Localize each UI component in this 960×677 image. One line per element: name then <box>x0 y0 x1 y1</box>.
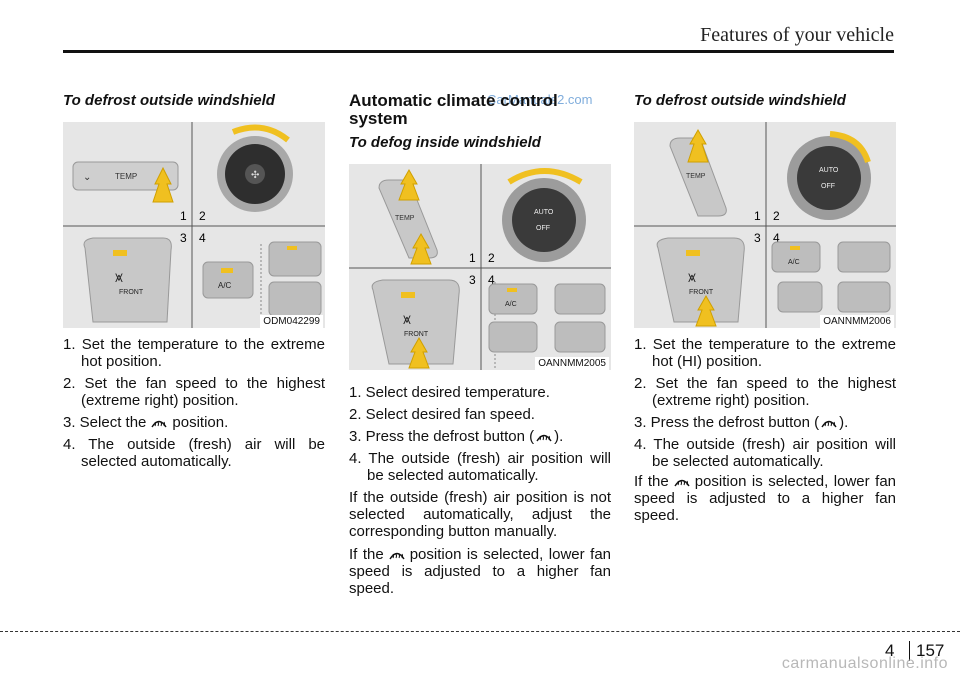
figure-label-temp: TEMP <box>686 173 706 180</box>
steps-list: 1. Select desired temperature. 2. Select… <box>349 384 611 484</box>
up-arrow-icon <box>408 336 430 369</box>
figure-num-4: 4 <box>199 231 206 245</box>
step-4: 4. The outside (fresh) air position will… <box>634 436 896 470</box>
figure-label-off: OFF <box>536 225 550 232</box>
up-arrow-icon <box>695 294 717 327</box>
rotate-arrow-icon <box>507 168 583 185</box>
step-3: 3. Press the defrost button (). <box>634 414 896 431</box>
step-2: 2. Set the fan speed to the highest (ext… <box>63 375 325 409</box>
chevron-down-icon: ⌄ <box>83 172 91 183</box>
paragraph-manual-adjust: If the outside (fresh) air position is n… <box>349 489 611 540</box>
figure-num-2: 2 <box>199 209 206 223</box>
figure-num-1: 1 <box>469 251 476 265</box>
figure-auto-climate-defrost: TEMP AUTO OFF 1 2 3 4 ⩙ FRONT A/C OANNMM… <box>634 122 896 328</box>
para-post: position is selected, lower fan speed is… <box>634 473 897 524</box>
step-4: 4. The outside (fresh) air position will… <box>349 450 611 484</box>
chapter-number: 4 <box>885 641 895 660</box>
figure-num-1: 1 <box>754 209 761 223</box>
step-1: 1. Select desired temperature. <box>349 384 550 401</box>
rotate-arrow-icon <box>231 124 290 143</box>
defrost-icon <box>536 434 552 442</box>
figure-num-3: 3 <box>469 273 476 287</box>
figure-label-front: FRONT <box>404 331 429 338</box>
figure-num-4: 4 <box>488 273 495 287</box>
footer-rule <box>0 631 960 632</box>
figure-label-ac: A/C <box>788 259 800 266</box>
step-2: 2. Set the fan speed to the highest (ext… <box>634 375 896 409</box>
step-2: 2. Select desired fan speed. <box>349 406 535 423</box>
figure-label-ac: A/C <box>505 301 517 308</box>
figure-num-2: 2 <box>488 251 495 265</box>
steps-list: 1. Set the temperature to the extreme ho… <box>63 336 325 470</box>
defrost-icon: ⩙ <box>688 269 696 285</box>
figure-code: ODM042299 <box>260 315 323 328</box>
defrost-icon <box>674 479 690 487</box>
figure-code: OANNMM2005 <box>535 357 609 370</box>
figure-label-auto: AUTO <box>534 209 554 216</box>
para-pre: If the <box>634 473 669 490</box>
section-subtitle: To defrost outside windshield <box>63 92 275 109</box>
step-3-pre: 3. Press the defrost button ( <box>349 428 535 445</box>
figure-label-off: OFF <box>821 183 835 190</box>
column-1: To defrost outside windshield ⌄ TEMP ✣ 1… <box>63 92 325 475</box>
figure-label-front: FRONT <box>119 289 144 296</box>
step-3: 3. Press the defrost button (). <box>349 428 611 445</box>
defrost-icon: ⩙ <box>115 269 123 285</box>
step-3-pre: 3. Press the defrost button ( <box>634 414 820 431</box>
section-subtitle: To defog inside windshield <box>349 134 541 151</box>
figure-label-auto: AUTO <box>819 167 839 174</box>
defrost-icon <box>389 552 405 560</box>
up-arrow-icon <box>152 166 174 203</box>
watermark: CarManuals2.com <box>487 92 593 107</box>
section-subtitle: To defrost outside windshield <box>634 92 846 109</box>
figure-label-front: FRONT <box>689 289 714 296</box>
defrost-icon: ⩙ <box>403 311 411 327</box>
para-pre: If the <box>349 546 384 563</box>
rotate-arrow-icon <box>829 131 871 164</box>
footer-divider <box>909 641 910 661</box>
column-2: Automatic climate control system To defo… <box>349 92 611 603</box>
figure-auto-climate-controls: TEMP AUTO OFF 1 2 3 4 ⩙ FRONT A/C OANNM <box>349 164 611 370</box>
step-4: 4. The outside (fresh) air will be selec… <box>63 436 325 470</box>
page-number: 157 <box>916 641 945 660</box>
header-rule <box>63 50 894 53</box>
section-heading: Automatic climate control system <box>349 91 558 128</box>
step-3-pre: 3. Select the <box>63 414 147 431</box>
figure-code: OANNMM2006 <box>820 315 894 328</box>
figure-num-4: 4 <box>773 231 780 245</box>
para-post: position is selected, lower fan speed is… <box>349 546 612 597</box>
up-arrow-icon <box>410 232 432 265</box>
step-3-post: ). <box>554 428 564 445</box>
figure-label-temp: TEMP <box>115 172 137 181</box>
figure-num-2: 2 <box>773 209 780 223</box>
steps-list: 1. Set the temperature to the extreme ho… <box>634 336 896 470</box>
defrost-icon <box>151 420 167 428</box>
defrost-icon <box>821 420 837 428</box>
figure-num-1: 1 <box>180 209 187 223</box>
column-3: To defrost outside windshield TEMP AUTO … <box>634 92 896 530</box>
figure-num-3: 3 <box>180 231 187 245</box>
step-1: 1. Set the temperature to the extreme ho… <box>634 336 896 370</box>
page-header-title: Features of your vehicle <box>700 24 894 46</box>
figure-label-ac: A/C <box>218 281 232 290</box>
step-1: 1. Set the temperature to the extreme ho… <box>63 336 325 370</box>
up-arrow-icon <box>398 168 420 201</box>
up-arrow-icon <box>687 128 709 163</box>
step-3-post: ). <box>839 414 849 431</box>
site-watermark: carmanualsonline.info <box>781 655 948 672</box>
step-3: 3. Select the position. <box>63 414 325 431</box>
fan-icon: ✣ <box>251 170 259 181</box>
figure-climate-controls: ⌄ TEMP ✣ 1 2 3 4 ⩙ FRONT A/C <box>63 122 325 328</box>
figure-num-3: 3 <box>754 231 761 245</box>
step-3-post: position. <box>172 414 229 431</box>
figure-label-temp: TEMP <box>395 215 415 222</box>
